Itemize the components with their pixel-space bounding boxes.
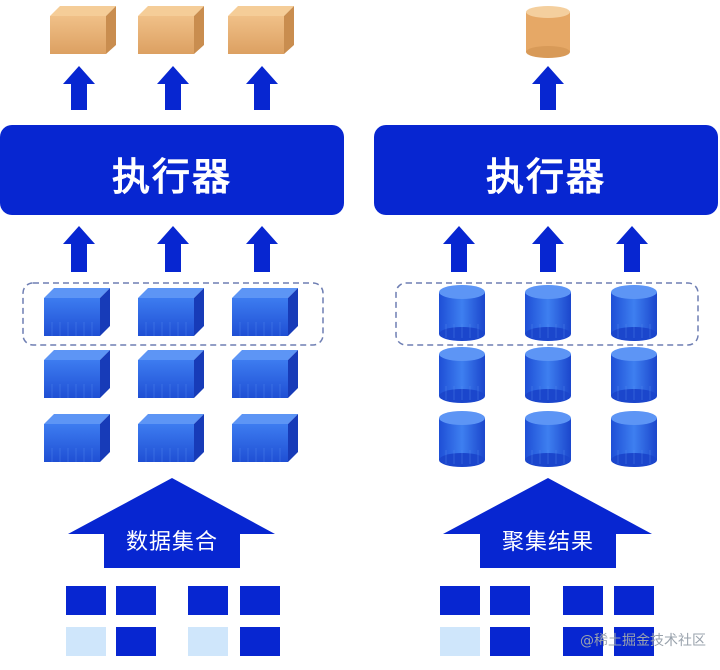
left-dashed-selection: [22, 282, 324, 346]
left-mid-arrow-3: [246, 226, 278, 272]
blue-cylinder: [439, 285, 485, 341]
blue-cube: [44, 288, 110, 336]
blue-cube: [138, 414, 204, 462]
left-executor-label: 执行器: [111, 155, 232, 199]
left-mid-arrow-1: [63, 226, 95, 272]
right-mid-arrow-3: [616, 226, 648, 272]
right-house-shape: [443, 478, 652, 568]
left-top-arrow-1: [63, 66, 95, 110]
blue-cube: [138, 350, 204, 398]
left-cube-grid: [44, 288, 298, 462]
left-executor-bar: [0, 125, 344, 215]
left-output-box-1: [50, 6, 116, 54]
left-mid-arrow-2: [157, 226, 189, 272]
right-square-grid: [440, 586, 654, 656]
left-top-arrow-3: [246, 66, 278, 110]
left-square-grid: [66, 586, 280, 656]
left-output-box-2: [138, 6, 204, 54]
right-executor-bar: [374, 125, 718, 215]
blue-cylinder: [525, 347, 571, 403]
blue-cube: [232, 414, 298, 462]
right-mid-arrow-2: [532, 226, 564, 272]
left-output-box-3: [228, 6, 294, 54]
blue-cylinder: [611, 347, 657, 403]
right-cylinder-grid: [439, 285, 657, 467]
right-output-cylinder: [526, 6, 570, 58]
blue-cube: [232, 288, 298, 336]
blue-cylinder: [611, 285, 657, 341]
blue-cylinder: [439, 411, 485, 467]
blue-cube: [44, 414, 110, 462]
right-house-label: 聚集结果: [501, 530, 594, 555]
left-top-arrow-2: [157, 66, 189, 110]
right-top-arrow: [532, 66, 564, 110]
left-house-shape: [68, 478, 275, 568]
blue-cylinder: [525, 285, 571, 341]
blue-cube: [44, 350, 110, 398]
blue-cylinder: [525, 411, 571, 467]
right-executor-label: 执行器: [485, 155, 606, 199]
blue-cylinder: [611, 411, 657, 467]
left-house-label: 数据集合: [125, 530, 218, 555]
blue-cube: [232, 350, 298, 398]
right-dashed-selection: [395, 282, 699, 346]
watermark: @稀土掘金技术社区: [580, 633, 706, 649]
right-mid-arrow-1: [443, 226, 475, 272]
blue-cube: [138, 288, 204, 336]
blue-cylinder: [439, 347, 485, 403]
